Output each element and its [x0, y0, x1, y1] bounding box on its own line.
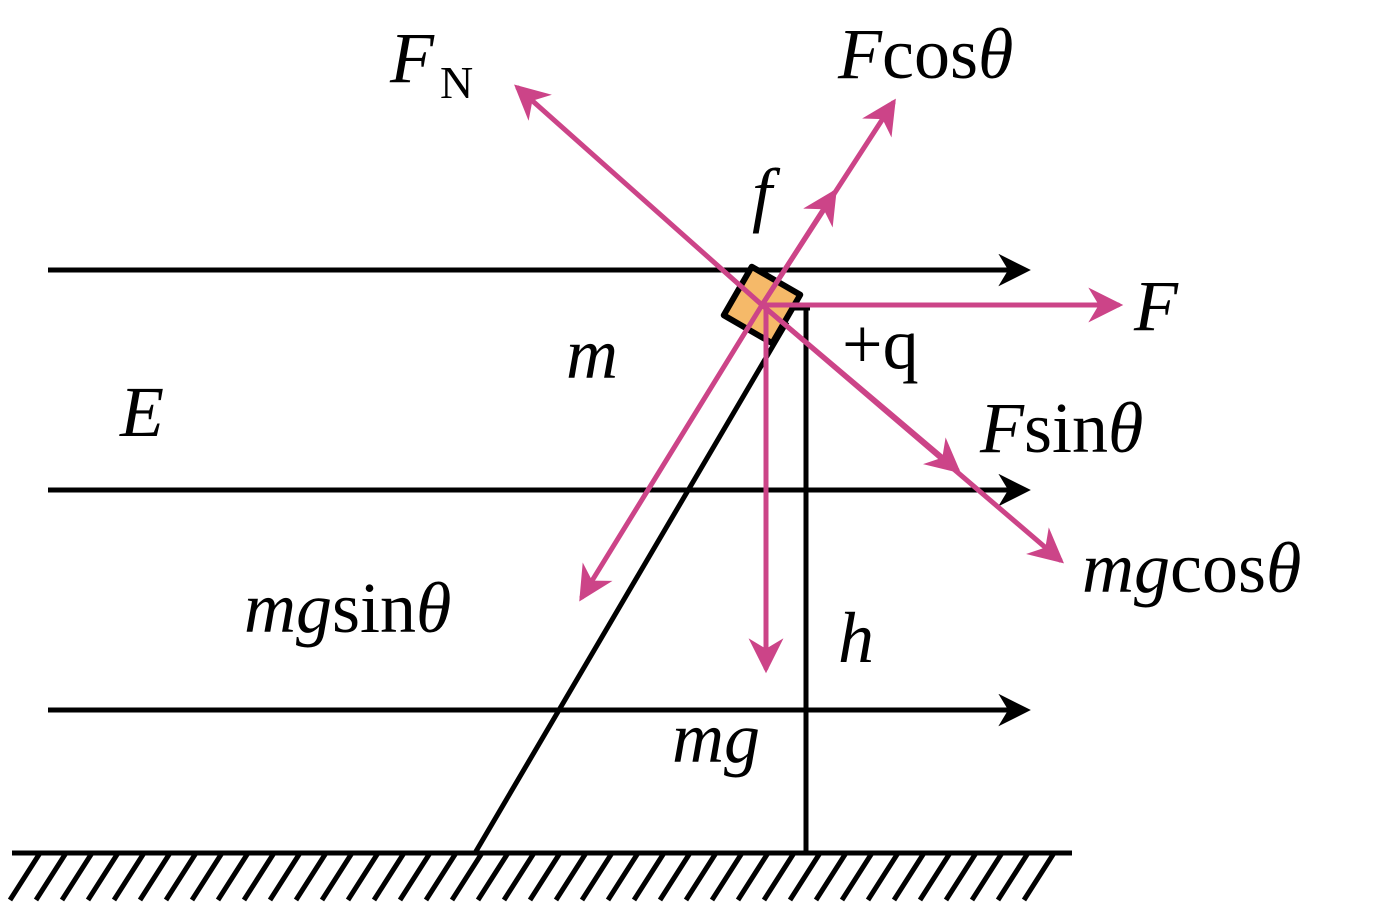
- hatch-mark: [839, 851, 875, 902]
- charge-label: +q: [842, 304, 919, 384]
- normal-force-subscript: N: [440, 57, 473, 108]
- force-vectors: [514, 84, 1124, 674]
- hatch-mark: [605, 851, 641, 902]
- hatch-mark: [345, 851, 381, 902]
- electric-field-lines: [48, 253, 1031, 727]
- hatch-mark: [735, 851, 771, 902]
- normal-force-symbol: F: [389, 18, 435, 98]
- mg-sin-function: sin: [332, 568, 416, 648]
- f-cos-symbol: F: [837, 14, 883, 94]
- hatch-mark: [501, 851, 537, 902]
- hatch-mark: [995, 851, 1031, 902]
- hatch-mark: [85, 851, 121, 902]
- f-cos-angle: θ: [978, 14, 1013, 94]
- f-cos-function: cos: [882, 14, 978, 94]
- mg-sin-symbol: mg: [244, 568, 332, 648]
- hatch-mark: [189, 851, 225, 902]
- hatch-mark: [891, 851, 927, 902]
- hatch-mark: [241, 851, 277, 902]
- mg-sin-theta-label: mgsinθ: [244, 568, 451, 648]
- hatch-mark: [371, 851, 407, 902]
- hatch-mark: [293, 851, 329, 902]
- normal-force-arrow: [514, 84, 765, 308]
- hatch-mark: [787, 851, 823, 902]
- hatch-mark: [969, 851, 1005, 902]
- mg-sin-theta-arrow: [579, 302, 765, 602]
- hatch-mark: [683, 851, 719, 902]
- friction-arrow: [759, 188, 837, 308]
- mg-cos-angle: θ: [1266, 528, 1301, 608]
- f-sin-function: sin: [1024, 388, 1108, 468]
- hatch-mark: [33, 851, 69, 902]
- hatch-mark: [1021, 851, 1057, 902]
- hatch-mark: [449, 851, 485, 902]
- hatch-mark: [59, 851, 95, 902]
- hatch-mark: [865, 851, 901, 902]
- mg-cos-theta-label: mgcosθ: [1082, 528, 1301, 608]
- ground-hatching: [7, 851, 1057, 902]
- applied-force-label: F: [1133, 266, 1179, 346]
- mg-cos-theta-arrow: [759, 302, 1064, 564]
- hatch-mark: [579, 851, 615, 902]
- mg-sin-angle: θ: [416, 568, 451, 648]
- height-label: h: [838, 598, 874, 678]
- f-sin-angle: θ: [1108, 388, 1143, 468]
- f-cos-theta-label: Fcosθ: [837, 14, 1013, 94]
- friction-label: f: [752, 154, 781, 234]
- mass-label: m: [566, 314, 618, 394]
- hatch-mark: [423, 851, 459, 902]
- hatch-mark: [137, 851, 173, 902]
- weight-label: mg: [672, 698, 760, 778]
- hatch-mark: [943, 851, 979, 902]
- hatch-mark: [7, 851, 43, 902]
- hatch-mark: [631, 851, 667, 902]
- mg-cos-function: cos: [1170, 528, 1266, 608]
- hatch-mark: [527, 851, 563, 902]
- f-sin-theta-label: Fsinθ: [979, 388, 1143, 468]
- hatch-mark: [267, 851, 303, 902]
- field-label: E: [119, 372, 164, 452]
- hatch-mark: [215, 851, 251, 902]
- ground: [7, 850, 1072, 902]
- f-sin-symbol: F: [979, 388, 1025, 468]
- hatch-mark: [553, 851, 589, 902]
- hatch-mark: [163, 851, 199, 902]
- hatch-mark: [111, 851, 147, 902]
- hatch-mark: [657, 851, 693, 902]
- incline-slope: [472, 320, 790, 855]
- hatch-mark: [475, 851, 511, 902]
- hatch-mark: [813, 851, 849, 902]
- hatch-mark: [319, 851, 355, 902]
- hatch-mark: [761, 851, 797, 902]
- hatch-mark: [397, 851, 433, 902]
- hatch-mark: [709, 851, 745, 902]
- mg-cos-symbol: mg: [1082, 528, 1170, 608]
- hatch-mark: [917, 851, 953, 902]
